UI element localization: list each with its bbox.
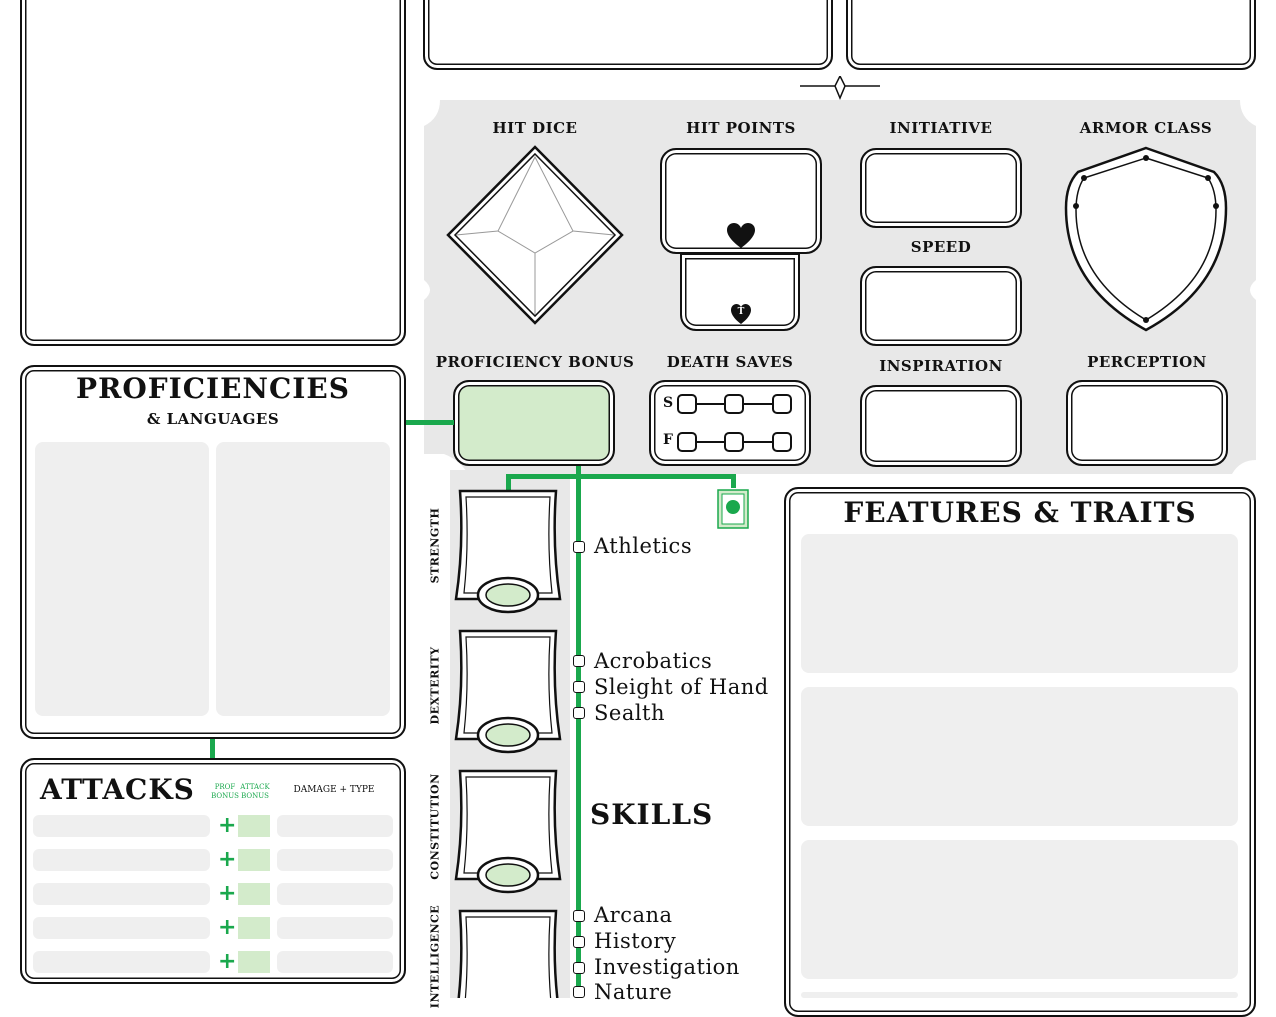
proficiency-bonus-label: PROFICIENCY BONUS: [435, 353, 635, 371]
heart-icon: [727, 223, 755, 248]
skill-checkbox[interactable]: [573, 962, 585, 974]
connector-branch-left: [506, 474, 511, 490]
ability-box-strength[interactable]: [452, 487, 564, 617]
divider-ornament: [800, 76, 880, 100]
ability-label-dexterity: DEXTERITY: [428, 646, 442, 725]
attack-bonus-field[interactable]: [238, 815, 270, 837]
features-field[interactable]: [801, 992, 1238, 998]
initiative-box[interactable]: [860, 148, 1022, 228]
connector-prof-to-bonus: [406, 420, 454, 425]
prof-bonus-column-label: PROF BONUS: [211, 783, 239, 800]
skill-arcana: Arcana: [594, 903, 673, 927]
skill-checkbox[interactable]: [573, 681, 585, 693]
initiative-label: INITIATIVE: [889, 119, 993, 137]
ability-box-constitution[interactable]: [452, 767, 564, 897]
ability-label-intelligence: INTELLIGENCE: [428, 904, 442, 1009]
ability-box-intelligence[interactable]: [452, 907, 564, 998]
death-saves-label: DEATH SAVES: [666, 353, 794, 371]
features-title: FEATURES & TRAITS: [843, 496, 1197, 529]
plus-icon: +: [218, 881, 237, 906]
failure-marker: F: [663, 432, 673, 448]
ability-box-dexterity[interactable]: [452, 627, 564, 757]
features-field[interactable]: [801, 534, 1238, 673]
damage-column-label: DAMAGE + TYPE: [293, 785, 375, 795]
proficiency-bonus-box[interactable]: [453, 380, 615, 466]
plus-icon: +: [218, 847, 237, 872]
temp-marker: T: [737, 307, 745, 317]
skills-title: SKILLS: [590, 798, 714, 831]
shield-icon[interactable]: [1064, 146, 1228, 332]
speed-box[interactable]: [860, 266, 1022, 346]
proficiencies-field-right[interactable]: [216, 442, 390, 716]
hit-points-label: HIT POINTS: [686, 119, 796, 137]
attack-bonus-field[interactable]: [238, 951, 270, 973]
skill-checkbox[interactable]: [573, 986, 585, 998]
attack-name-field[interactable]: [33, 917, 210, 939]
plus-icon: +: [218, 949, 237, 974]
hit-dice-label: HIT DICE: [492, 119, 578, 137]
ability-label-constitution: CONSTITUTION: [428, 773, 442, 880]
speed-label: SPEED: [910, 238, 972, 256]
plus-icon: +: [218, 915, 237, 940]
armor-class-label: ARMOR CLASS: [1079, 119, 1213, 137]
portrait-frame[interactable]: [20, 0, 406, 346]
damage-field[interactable]: [277, 883, 393, 905]
gem-icon: [717, 489, 749, 529]
inspiration-box[interactable]: [860, 385, 1022, 467]
attacks-frame: [20, 758, 406, 984]
connector-branch-right: [731, 474, 736, 488]
skill-checkbox[interactable]: [573, 655, 585, 667]
inspiration-label: INSPIRATION: [879, 357, 1003, 375]
attack-bonus-field[interactable]: [238, 883, 270, 905]
attacks-title: ATTACKS: [40, 773, 195, 806]
connector-bonus-down: [576, 466, 581, 998]
skill-checkbox[interactable]: [573, 936, 585, 948]
attack-bonus-field[interactable]: [238, 917, 270, 939]
ability-label-strength: STRENGTH: [428, 507, 442, 584]
skill-checkbox[interactable]: [573, 707, 585, 719]
attack-name-field[interactable]: [33, 815, 210, 837]
damage-field[interactable]: [277, 917, 393, 939]
damage-field[interactable]: [277, 849, 393, 871]
attack-bonus-field[interactable]: [238, 849, 270, 871]
attack-bonus-column-label: ATTACK BONUS: [240, 783, 270, 800]
skill-history: History: [594, 929, 677, 953]
attack-name-field[interactable]: [33, 951, 210, 973]
stats-panel: [424, 100, 1256, 474]
perception-box[interactable]: [1066, 380, 1228, 466]
skill-stealth: Sealth: [594, 701, 666, 725]
damage-field[interactable]: [277, 815, 393, 837]
plus-icon: +: [218, 813, 237, 838]
connector-prof-to-attacks: [210, 738, 215, 760]
perception-label: PERCEPTION: [1087, 353, 1207, 371]
skill-checkbox[interactable]: [573, 541, 585, 553]
proficiencies-title: PROFICIENCIES: [76, 372, 350, 405]
features-field[interactable]: [801, 687, 1238, 826]
top-box-left[interactable]: [423, 0, 833, 70]
top-box-right[interactable]: [846, 0, 1256, 70]
skill-athletics: Athletics: [594, 534, 693, 558]
skill-nature: Nature: [594, 980, 673, 1004]
hit-dice-icon[interactable]: [446, 145, 624, 325]
success-marker: S: [663, 395, 674, 411]
death-saves-tracks: [677, 394, 792, 452]
skill-acrobatics: Acrobatics: [594, 649, 713, 673]
attack-name-field[interactable]: [33, 883, 210, 905]
skill-sleight-of-hand: Sleight of Hand: [594, 675, 769, 699]
proficiencies-subtitle: & LANGUAGES: [146, 410, 280, 428]
temp-heart-icon: [731, 304, 751, 324]
damage-field[interactable]: [277, 951, 393, 973]
skill-checkbox[interactable]: [573, 910, 585, 922]
features-field[interactable]: [801, 840, 1238, 979]
connector-branch: [506, 474, 736, 479]
attack-name-field[interactable]: [33, 849, 210, 871]
skill-investigation: Investigation: [594, 955, 740, 979]
proficiencies-field-left[interactable]: [35, 442, 209, 716]
